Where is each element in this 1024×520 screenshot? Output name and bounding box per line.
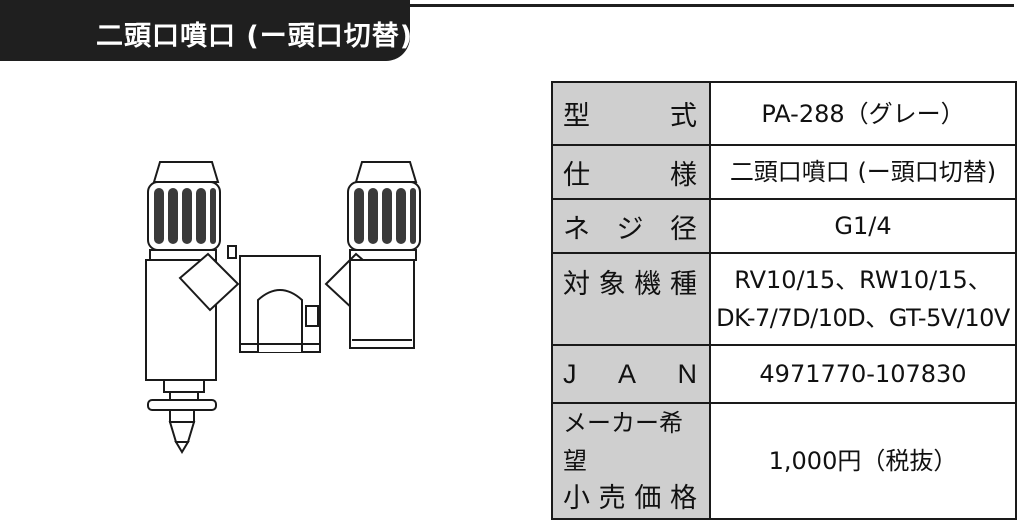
- spec-label-char: 機: [634, 269, 662, 300]
- spec-label-char: 様: [670, 159, 697, 191]
- spec-label-price: メーカー希望 小 売 価 格: [551, 402, 711, 520]
- spec-label-thread-size: ネ ジ 径: [551, 198, 711, 254]
- spec-row-price: メーカー希望 小 売 価 格 1,000円（税抜）: [551, 402, 1017, 520]
- spec-value-price: 1,000円（税抜）: [709, 402, 1017, 520]
- spec-label-compatible-models: 対 象 機 種: [551, 252, 711, 346]
- spec-label-char: 型: [563, 101, 590, 132]
- spec-value-jan: 4971770-107830: [709, 344, 1017, 404]
- spec-label-char: 象: [598, 269, 626, 300]
- double-nozzle-product-illustration: [145, 161, 421, 454]
- spec-row-jan: J A N 4971770-107830: [551, 344, 1017, 404]
- spec-label-char: A: [617, 358, 636, 389]
- spec-value-thread-size: G1/4: [709, 198, 1017, 254]
- spec-label-line: 小 売 価 格: [563, 480, 697, 518]
- spec-row-thread-size: ネ ジ 径 G1/4: [551, 198, 1017, 254]
- spec-row-specification: 仕 様 二頭口噴口 (ー頭口切替): [551, 144, 1017, 200]
- spec-value-line: DK-7/7D/10D、GT-5V/10V: [716, 304, 1010, 332]
- header-rule: [410, 4, 1014, 7]
- spec-label-model: 型 式: [551, 81, 711, 146]
- header-tab: 二頭口噴口 (ー頭口切替) 組: [0, 0, 450, 61]
- spec-label-char: J: [563, 358, 577, 389]
- spec-value-compatible-models: RV10/15、RW10/15、 DK-7/7D/10D、GT-5V/10V: [709, 252, 1017, 346]
- spec-label-char: 式: [670, 101, 697, 132]
- spec-row-compatible-models: 対 象 機 種 RV10/15、RW10/15、 DK-7/7D/10D、GT-…: [551, 252, 1017, 346]
- spec-label-char: 小: [563, 483, 590, 514]
- spec-label-char: ネ: [563, 213, 590, 245]
- page-title: 二頭口噴口 (ー頭口切替) 組: [96, 21, 452, 52]
- spec-label-char: 価: [634, 483, 662, 514]
- spec-value-line: RV10/15、RW10/15、: [734, 266, 992, 294]
- spec-value-specification: 二頭口噴口 (ー頭口切替): [709, 144, 1017, 200]
- spec-label-jan: J A N: [551, 344, 711, 404]
- spec-table: 型 式 PA-288（グレー） 仕 様 二頭口噴口 (ー頭口切替) ネ ジ 径 …: [551, 81, 1017, 520]
- spec-label-char: 仕: [563, 159, 590, 191]
- product-image: [145, 161, 421, 454]
- spec-value-model: PA-288（グレー）: [709, 81, 1017, 146]
- spec-label-char: N: [677, 358, 697, 389]
- spec-label-char: 径: [670, 213, 697, 245]
- spec-label-char: ジ: [616, 213, 644, 245]
- spec-label-char: 売: [598, 483, 626, 514]
- spec-label-char: 対: [563, 269, 590, 300]
- spec-label-char: 格: [669, 483, 697, 514]
- spec-label-line: メーカー希望: [563, 409, 683, 475]
- spec-row-model: 型 式 PA-288（グレー）: [551, 81, 1017, 146]
- spec-label-char: 種: [669, 269, 697, 300]
- spec-label-specification: 仕 様: [551, 144, 711, 200]
